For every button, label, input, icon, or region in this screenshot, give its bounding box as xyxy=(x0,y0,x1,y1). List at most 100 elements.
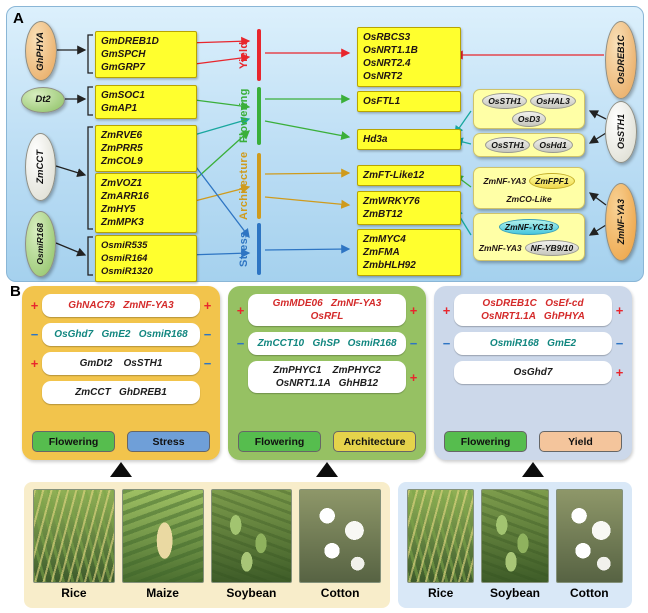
gene-row: + GmDt2 OsSTH1 − xyxy=(29,352,213,375)
tag-flowering: Flowering xyxy=(238,431,321,452)
panel-b-label: B xyxy=(10,283,21,300)
gene: OsRBCS3 xyxy=(363,32,411,43)
actor-label: OsDREB1C xyxy=(615,35,626,85)
gene-list: ZmPHYC1 ZmPHYC2 xyxy=(273,365,381,376)
target-box-3: Hd3a xyxy=(357,129,461,150)
actor-label: OsmiR168 xyxy=(35,223,46,265)
gene: OsNRT2 xyxy=(363,71,403,82)
gene-list: OsGhd7 GmE2 OsmiR168 xyxy=(54,329,188,340)
gene-list: OsRFL xyxy=(310,311,344,322)
crop-cell: Rice xyxy=(407,489,475,601)
crop-cell: Soybean xyxy=(481,489,549,601)
complex-member: NF-YB9/10 xyxy=(524,239,580,256)
tag-flowering: Flowering xyxy=(32,431,115,452)
crop-cell: Cotton xyxy=(555,489,623,601)
gene-row: OsGhd7 + xyxy=(441,361,625,384)
yield-bar xyxy=(257,29,261,81)
gene-row: + OsDREB1C OsEf-cd OsNRT1.1A GhPHYA + xyxy=(441,294,625,326)
actor-label: ZmCCT xyxy=(34,150,46,184)
crop-cell: Maize xyxy=(121,489,204,601)
gene: ZmVOZ1 xyxy=(101,178,143,189)
gene-list: OsNRT1.1A GhPHYA xyxy=(481,311,585,322)
gene: ZmWRKY76 xyxy=(363,196,420,207)
crop-strip-right: Rice Soybean Cotton xyxy=(398,482,632,608)
summary-card-flowering-stress: + GhNAC79 ZmNF-YA3 + − OsGhd7 GmE2 OsmiR… xyxy=(22,286,220,460)
complex-member: OsD3 xyxy=(511,111,547,127)
gene: ZmFT-Like12 xyxy=(363,170,425,181)
complex-member: OsSTH1 xyxy=(482,93,528,109)
gene-group-2: GmSOC1 GmAP1 xyxy=(95,85,197,119)
sign-right: − xyxy=(409,336,418,351)
sign-left: − xyxy=(236,336,245,351)
gene-row: ZmCCT GhDREB1 xyxy=(29,381,213,404)
gene-list: OsGhd7 xyxy=(513,367,553,378)
cotton-photo xyxy=(555,489,623,583)
summary-card-flowering-architecture: + GmMDE06 ZmNF-YA3 OsRFL + − ZmCCT10 GhS… xyxy=(228,286,426,460)
crop-label: Soybean xyxy=(489,586,540,600)
complex-member: ZmFPF1 xyxy=(529,172,575,189)
category-yield: Yield xyxy=(238,41,250,69)
crop-strip-left: Rice Maize Soybean Cotton xyxy=(24,482,390,608)
category-stress: Stress xyxy=(238,231,250,267)
sign-left: + xyxy=(236,302,245,318)
gene-list: GmDt2 OsSTH1 xyxy=(79,358,163,369)
pointer-triangle xyxy=(316,462,338,477)
summary-card-flowering-yield: + OsDREB1C OsEf-cd OsNRT1.1A GhPHYA + − … xyxy=(434,286,632,460)
actor-ghphya: GhPHYA xyxy=(25,21,57,81)
rice-photo xyxy=(407,489,475,583)
target-box-5: ZmWRKY76 ZmBT12 xyxy=(357,191,461,225)
gene-list: OsmiR168 GmE2 xyxy=(489,338,577,349)
crop-label: Rice xyxy=(427,586,454,600)
gene: ZmARR16 xyxy=(101,191,149,202)
actor-label: Dt2 xyxy=(35,94,51,106)
category-tags: Flowering Stress xyxy=(29,431,213,452)
actor-ossth1: OsSTH1 xyxy=(605,101,637,163)
maize-photo xyxy=(121,489,204,583)
complex-box-3: ZmNF-YA3 ZmFPF1 ZmCO-Like xyxy=(473,167,585,209)
gene: OsmiR164 xyxy=(101,253,148,264)
gene: OsFTL1 xyxy=(363,96,401,107)
crop-cell: Rice xyxy=(33,489,115,601)
gene-row: − OsGhd7 GmE2 OsmiR168 − xyxy=(29,323,213,346)
gene: ZmHY5 xyxy=(101,204,136,215)
complex-box-2: OsSTH1 OsHd1 xyxy=(473,133,585,157)
soybean-photo xyxy=(481,489,549,583)
sign-right: + xyxy=(409,302,418,318)
crop-cell: Cotton xyxy=(299,489,381,601)
gene: ZmPRR5 xyxy=(101,143,143,154)
gene-group-5: OsmiR535 OsmiR164 OsmiR1320 xyxy=(95,235,197,282)
sign-right: + xyxy=(203,298,212,313)
gene: GmGRP7 xyxy=(101,62,145,73)
complex-member: OsHd1 xyxy=(533,137,573,153)
sign-right: + xyxy=(615,365,624,380)
pointer-triangle xyxy=(110,462,132,477)
gene: OsNRT1.1B xyxy=(363,45,418,56)
gene: ZmMPK3 xyxy=(101,217,144,228)
actor-osdreb1c: OsDREB1C xyxy=(605,21,637,99)
gene-list: GhNAC79 ZmNF-YA3 xyxy=(68,300,174,311)
gene-list: OsDREB1C OsEf-cd xyxy=(482,298,584,309)
gene: ZmbHLH92 xyxy=(363,260,416,271)
actor-zmnfya3: ZmNF-YA3 xyxy=(605,183,637,261)
gene-row: + GhNAC79 ZmNF-YA3 + xyxy=(29,294,213,317)
actor-zmcct: ZmCCT xyxy=(25,133,56,201)
gene: ZmCOL9 xyxy=(101,156,143,167)
gene-group-4: ZmVOZ1 ZmARR16 ZmHY5 ZmMPK3 xyxy=(95,173,197,233)
gene-list: ZmCCT10 GhSP OsmiR168 xyxy=(257,338,397,349)
gene-row: + GmMDE06 ZmNF-YA3 OsRFL + xyxy=(235,294,419,326)
crop-label: Rice xyxy=(61,586,87,600)
stress-bar xyxy=(257,223,261,275)
crop-cell: Soybean xyxy=(210,489,293,601)
complex-box-4: ZmNF-YC13 ZmNF-YA3 NF-YB9/10 xyxy=(473,213,585,261)
sign-right: − xyxy=(203,356,212,371)
tag-yield: Yield xyxy=(539,431,622,452)
sign-right: − xyxy=(203,327,212,342)
flowering-bar xyxy=(257,87,261,145)
complex-member: OsSTH1 xyxy=(485,137,531,153)
actor-label: ZmNF-YA3 xyxy=(615,199,626,245)
gene: GmDREB1D xyxy=(101,36,159,47)
tag-stress: Stress xyxy=(127,431,210,452)
panel-a-network: A xyxy=(6,6,644,282)
gene-row: − OsmiR168 GmE2 − xyxy=(441,332,625,355)
sign-right: − xyxy=(615,336,624,351)
